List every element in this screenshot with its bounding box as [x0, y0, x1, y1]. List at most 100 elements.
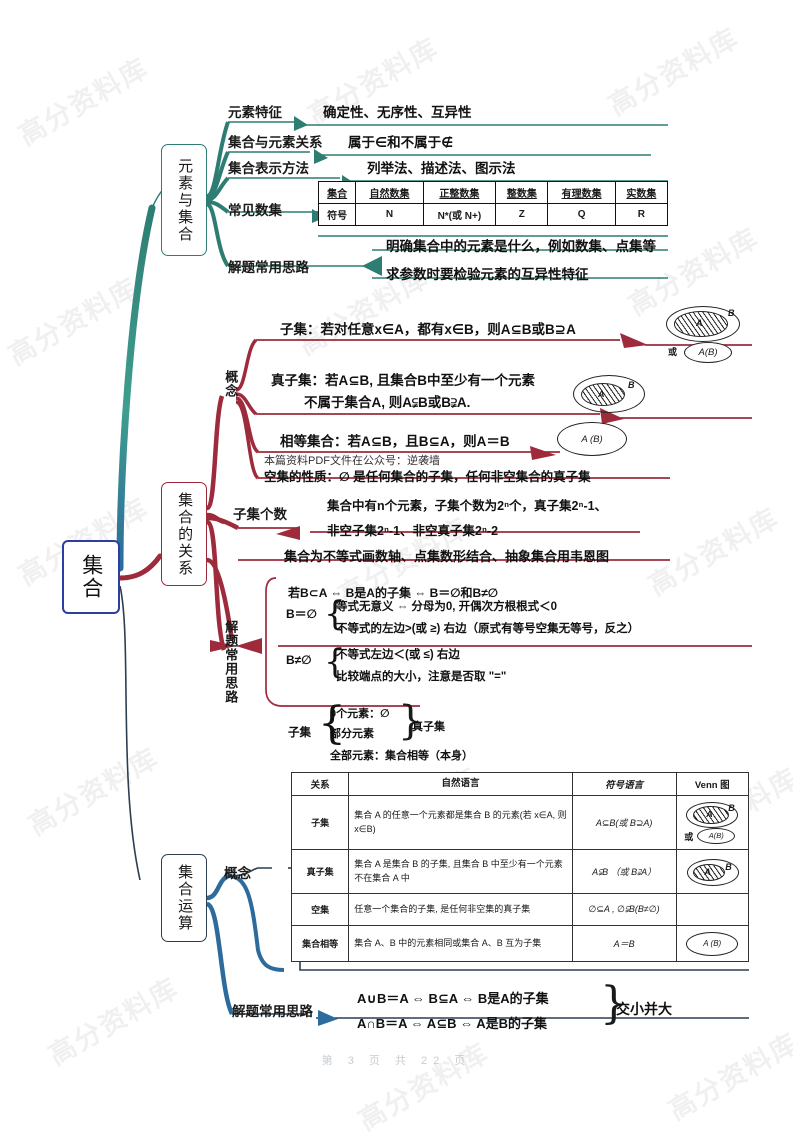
label-proper-subset-group: 真子集: [412, 721, 445, 733]
branch-node-set-relations[interactable]: 集合的关系: [161, 482, 207, 586]
cell-symbol-equal-sets: A＝B: [571, 925, 677, 963]
content-subset-tree-2: 全部元素：集合相等（本身）: [330, 750, 473, 762]
cell-reals: 实数集: [614, 181, 669, 204]
content-solving-line-2: 求参数时要检验元素的互异性特征: [386, 267, 589, 282]
venn-outer-ellipse-B: [687, 858, 740, 886]
cell-natural-subset: 集合 A 的任意一个元素都是集合 B 的元素(若 x∈A, 则 x∈B): [348, 795, 573, 851]
brace-case-nonempty: {: [324, 642, 346, 682]
root-node-label: 集合: [79, 554, 103, 600]
table-header-row: 关系 自然语言 符号语言 Venn 图: [290, 771, 750, 797]
venn-inner-ellipse-A: [674, 311, 728, 337]
content-intersection-identity: A∩B＝A ⇔ A⊆B ⇔ A是B的子集: [357, 1016, 547, 1031]
venn-alt-ellipse-AB: A(B): [697, 827, 736, 844]
content-case-nonempty-line-2: 比较端点的大小，注意是否取 "=": [336, 671, 507, 683]
cell-venn-subset: B A 或 A(B): [675, 795, 750, 851]
cell-venn-empty-set: [675, 893, 750, 927]
table-row: 空集 任意一个集合的子集, 是任何非空集的真子集 ∅⊆A , ∅⫋B(B≠∅): [290, 893, 750, 927]
cell-venn-proper-subset: B A: [675, 849, 750, 895]
venn-inner-ellipse-A: [581, 383, 625, 406]
venn-label-A: A: [704, 866, 711, 877]
content-set-element-relation: 属于∈和不属于∉: [348, 135, 454, 150]
content-subset-count-line-1: 集合中有n个元素，子集个数为2ⁿ个，真子集2ⁿ-1、: [327, 499, 608, 513]
cell-relation-empty-set: 空集: [290, 893, 350, 927]
content-proper-subset-line-1: 真子集：若A⊆B, 且集合B中至少有一个元素: [271, 373, 536, 388]
content-solving-head: 若B⊂A ⇔ B是A的子集 ⇔ B＝∅和B≠∅: [288, 586, 499, 600]
sub-label-concept-relations[interactable]: 概念: [223, 370, 239, 398]
venn-proper-subset-diagram: B A: [573, 375, 645, 415]
content-set-notation: 列举法、描述法、图示法: [367, 161, 516, 176]
venn-outer-ellipse-B: [573, 375, 645, 413]
cell-symbol-Z: Z: [495, 203, 549, 226]
content-case-nonempty-line-1: 不等式左边＜(或 ≤) 右边: [336, 649, 460, 661]
label-case-b-nonempty: B≠∅: [286, 653, 312, 667]
col-header-natural-language: 自然语言: [348, 771, 573, 797]
note-intersection-small-union-large: 交小并大: [616, 1001, 672, 1017]
cell-natural-equal-sets: 集合 A、B 中的元素相同或集合 A、B 互为子集: [348, 925, 573, 963]
sub-label-solving-approach-relations[interactable]: 解题常用思路: [223, 620, 239, 704]
content-solving-line-1: 明确集合中的元素是什么，例如数集、点集等: [386, 239, 656, 254]
sub-label-solving-approach-operations[interactable]: 解题常用思路: [232, 1004, 313, 1019]
venn-label-A: A: [696, 318, 703, 328]
branch-node-label: 元素与集合: [176, 157, 194, 243]
branch-node-set-operations[interactable]: 集合运算: [161, 854, 207, 942]
sub-label-set-element-relation[interactable]: 集合与元素关系: [228, 135, 323, 150]
venn-label-A: A: [706, 808, 713, 819]
sub-label-concept-operations[interactable]: 概念: [224, 866, 251, 881]
cell-integers: 整数集: [495, 181, 549, 204]
brace-subset-tree: {: [318, 698, 346, 749]
sub-label-solving-approach-1[interactable]: 解题常用思路: [228, 260, 309, 275]
branch-node-elements-and-sets[interactable]: 元素与集合: [161, 144, 207, 256]
content-empty-set-property: 空集的性质：∅ 是任何集合的子集，任何非空集合的真子集: [264, 470, 591, 484]
content-union-identity: A∪B＝A ⇔ B⊆A ⇔ B是A的子集: [357, 991, 549, 1006]
cell-positive-integers: 正整数集: [422, 181, 497, 204]
content-element-traits: 确定性、无序性、互异性: [323, 105, 472, 120]
content-case-empty-line-2: 不等式的左边>(或 ≥) 右边（原式有等号空集无等号，反之）: [336, 623, 640, 635]
branch-node-label: 集合的关系: [176, 491, 194, 577]
cell-symbol-empty-set: ∅⊆A , ∅⫋B(B≠∅): [571, 893, 677, 927]
cell-venn-equal-sets: A (B): [675, 925, 750, 963]
venn-equal-sets-ellipse: A (B): [557, 422, 627, 456]
content-subset-count-line-2: 非空子集2ⁿ-1、非空真子集2ⁿ-2: [327, 524, 499, 538]
cell-row-header-symbol: 符号: [317, 203, 357, 226]
cell-relation-equal-sets: 集合相等: [290, 925, 350, 963]
venn-subset-diagram: B A 或 A(B): [666, 306, 742, 363]
table-row: 子集 集合 A 的任意一个元素都是集合 B 的元素(若 x∈A, 则 x∈B) …: [290, 795, 750, 851]
branch-node-label: 集合运算: [176, 864, 194, 932]
venn-inner-ellipse-A: [693, 805, 730, 824]
cell-row-header-set: 集合: [317, 181, 357, 204]
venn-label-B: B: [728, 802, 735, 813]
content-subset-tree-0: 0个元素：∅: [330, 708, 390, 720]
sub-label-common-number-sets[interactable]: 常见数集: [228, 203, 282, 218]
venn-inner-ellipse-A: [693, 863, 726, 881]
page-footer: 第 3 页 共 22 页: [321, 1055, 472, 1067]
cell-natural-empty-set: 任意一个集合的子集, 是任何非空集的真子集: [348, 893, 573, 927]
cell-symbol-subset: A⊆B(或 B⊇A): [571, 795, 677, 851]
brace-case-empty: {: [324, 594, 346, 634]
cell-symbol-R: R: [614, 203, 669, 226]
cell-relation-proper-subset: 真子集: [290, 849, 350, 895]
sub-label-subset-count[interactable]: 子集个数: [233, 507, 287, 522]
table-row: 集合相等 集合 A、B 中的元素相同或集合 A、B 互为子集 A＝B A (B): [290, 925, 750, 963]
col-header-venn: Venn 图: [675, 771, 750, 797]
cell-symbol-N: N: [355, 203, 424, 226]
pdf-note: 本篇资料PDF文件在公众号：逆袭墙: [264, 455, 440, 467]
table-row: 符号 N N*(或 N+) Z Q R: [317, 203, 669, 226]
cell-rationals: 有理数集: [547, 181, 616, 204]
set-relations-table: 关系 自然语言 符号语言 Venn 图 子集 集合 A 的任意一个元素都是集合 …: [290, 771, 750, 963]
content-graph-method-line: 集合为不等式画数轴、点集数形结合、抽象集合用韦恩图: [284, 549, 610, 564]
table-row: 真子集 集合 A 是集合 B 的子集, 且集合 B 中至少有一个元素不在集合 A…: [290, 849, 750, 895]
label-subset-tree: 子集: [288, 727, 311, 739]
sub-label-set-notation[interactable]: 集合表示方法: [228, 161, 309, 176]
content-proper-subset-line-2: 不属于集合A, 则A⫋B或B⫌A.: [304, 395, 471, 410]
cell-symbol-Q: Q: [547, 203, 616, 226]
cell-natural-numbers: 自然数集: [355, 181, 424, 204]
root-node-set[interactable]: 集合: [62, 540, 120, 614]
col-header-symbolic-language: 符号语言: [571, 771, 677, 797]
label-case-b-empty: B＝∅: [286, 607, 317, 621]
sub-label-element-traits[interactable]: 元素特征: [228, 105, 282, 120]
cell-natural-proper-subset: 集合 A 是集合 B 的子集, 且集合 B 中至少有一个元素不在集合 A 中: [348, 849, 573, 895]
cell-symbol-proper-subset: A⫋B （或 B⫌A）: [571, 849, 677, 895]
venn-ellipse-AB: A (B): [686, 931, 739, 956]
number-sets-table: 集合 自然数集 正整数集 整数集 有理数集 实数集 符号 N N*(或 N+) …: [317, 181, 669, 226]
